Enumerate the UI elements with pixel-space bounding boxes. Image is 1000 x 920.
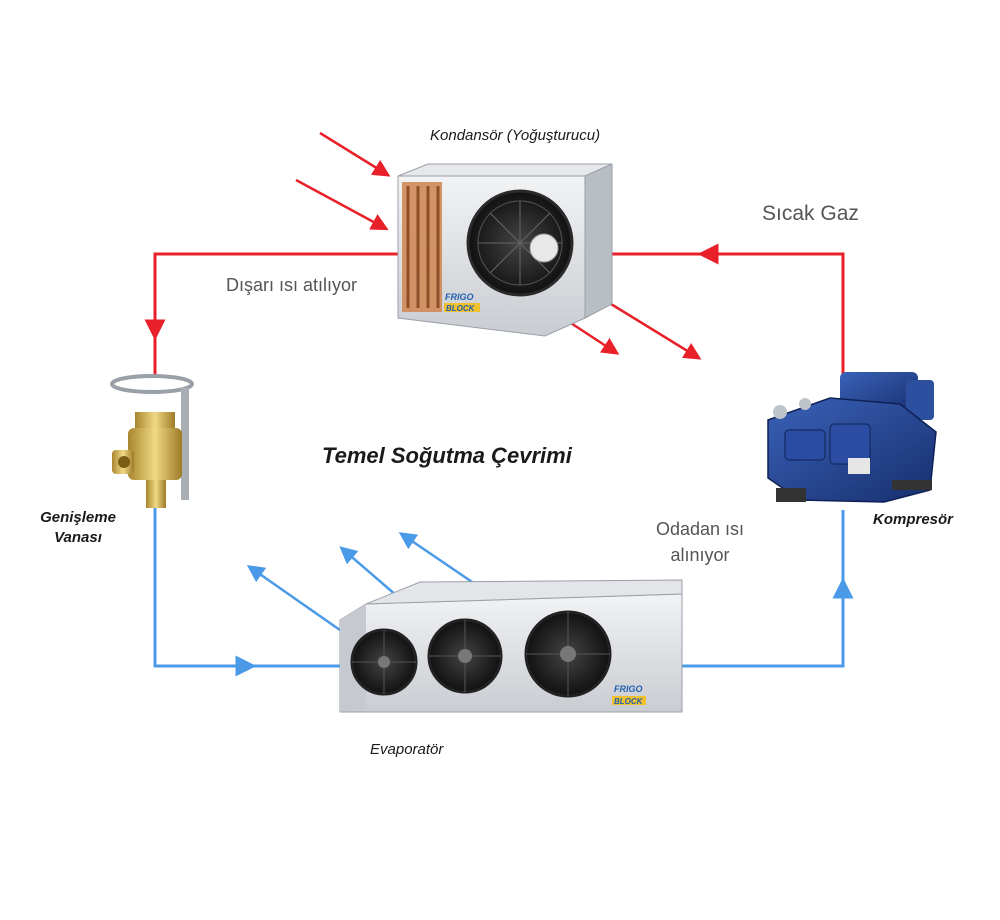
- heat-in-arrow-1: [319, 131, 391, 177]
- evaporator-unit: FRIGO BLOCK: [339, 579, 683, 713]
- expansion-valve-label-line-1: Genişleme: [40, 509, 116, 526]
- evaporator-fan-1-icon: [350, 628, 418, 696]
- suction-line: [682, 510, 845, 668]
- condenser-label: Kondansör (Yoğuşturucu): [430, 127, 601, 144]
- condenser-fan-icon: [466, 189, 574, 297]
- heat-in-label-line-1: Odadan ısı: [655, 519, 745, 539]
- evaporator-fan-2-icon: [427, 618, 503, 694]
- compressor-unit: [767, 372, 937, 503]
- condenser-brand-logo: FRIGO BLOCK: [444, 292, 480, 313]
- hot-gas-label: Sıcak Gaz: [762, 202, 859, 225]
- svg-text:FRIGO: FRIGO: [614, 684, 643, 694]
- expansion-valve-label: Genişleme Vanası: [32, 508, 124, 548]
- expansion-valve-label-line-2: Vanası: [54, 529, 102, 546]
- cold-liquid-line: [153, 508, 340, 668]
- evaporator-fan-3-icon: [524, 610, 612, 698]
- svg-text:BLOCK: BLOCK: [446, 304, 476, 313]
- liquid-line: [153, 252, 400, 378]
- heat-out-label: Dışarı ısı atılıyor: [226, 275, 358, 295]
- evaporator-label: Evaporatör: [370, 741, 444, 758]
- heat-out-arrow-2: [597, 294, 702, 360]
- evaporator-brand-logo: FRIGO BLOCK: [612, 684, 646, 706]
- diagram-title: Temel Soğutma Çevrimi: [322, 443, 572, 468]
- heat-in-arrow-2: [295, 178, 389, 231]
- svg-text:FRIGO: FRIGO: [445, 292, 474, 302]
- svg-text:BLOCK: BLOCK: [614, 697, 644, 706]
- hot-gas-line: [580, 252, 845, 390]
- compressor-label: Kompresör: [873, 511, 954, 528]
- condenser-coil: [402, 182, 442, 312]
- heat-in-label-line-2: alınıyor: [670, 545, 730, 565]
- heat-in-label: Odadan ısı alınıyor: [640, 516, 760, 568]
- condenser-unit: FRIGO BLOCK: [397, 163, 613, 337]
- expansion-valve: [110, 374, 194, 508]
